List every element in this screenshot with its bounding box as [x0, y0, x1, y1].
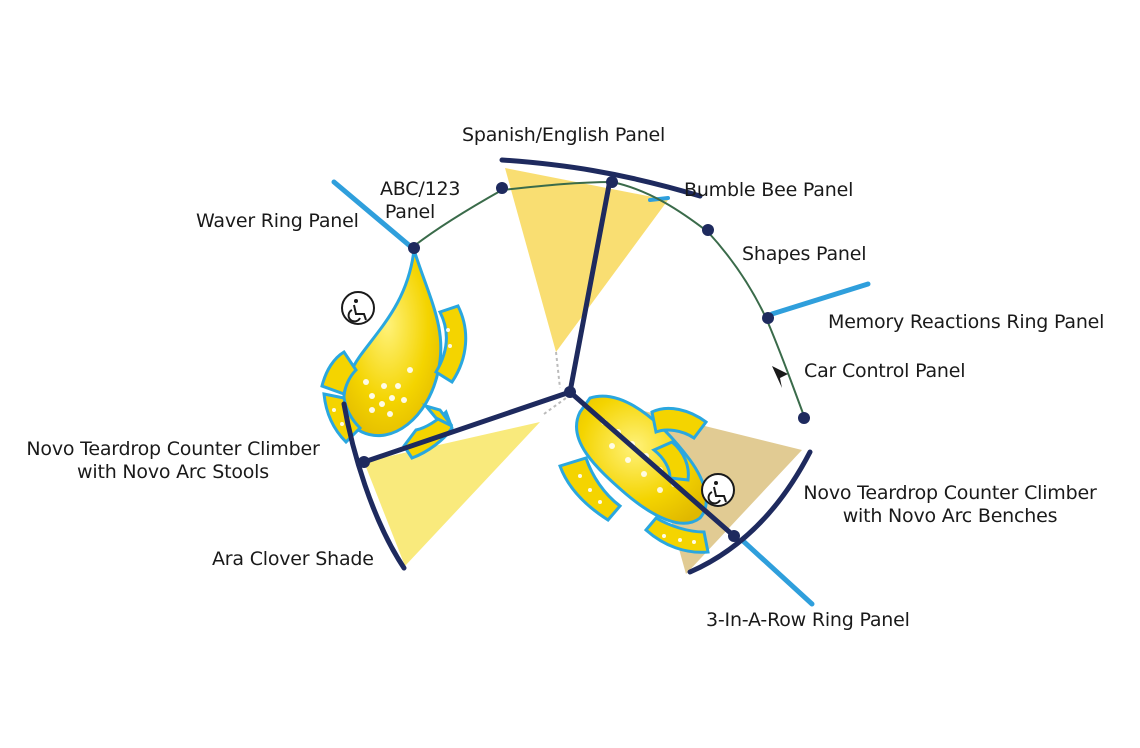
label-benches-line1: Novo Teardrop Counter Climber	[803, 482, 1097, 504]
label-3-in-a-row-ring-panel: 3-In-A-Row Ring Panel	[706, 609, 910, 631]
left-shade-sail	[364, 422, 540, 566]
label-shapes-panel: Shapes Panel	[742, 243, 867, 265]
label-waver-ring-panel: Waver Ring Panel	[196, 210, 359, 232]
left-teardrop-climber	[342, 249, 443, 438]
label-abc-line1: ABC/123	[380, 178, 461, 200]
label-car-control-panel: Car Control Panel	[804, 360, 966, 382]
label-teardrop-with-stools: Novo Teardrop Counter Climber with Novo …	[18, 438, 328, 484]
wheelchair-icon	[341, 291, 375, 325]
panels	[331, 179, 871, 607]
label-stools-line2: with Novo Arc Stools	[77, 461, 269, 483]
label-benches-line2: with Novo Arc Benches	[842, 505, 1058, 527]
label-ara-clover-shade: Ara Clover Shade	[212, 548, 374, 570]
label-spanish-english-panel: Spanish/English Panel	[462, 124, 666, 146]
label-teardrop-with-benches: Novo Teardrop Counter Climber with Novo …	[790, 482, 1110, 528]
car-control-arrow-icon	[772, 366, 788, 388]
wheelchair-icon	[701, 473, 735, 507]
joints	[358, 176, 810, 542]
label-abc-line2: Panel	[384, 201, 436, 223]
label-abc-123-panel: ABC/123 Panel	[380, 178, 461, 224]
label-bumble-bee-panel: Bumble Bee Panel	[684, 179, 854, 201]
top-shade-sail	[505, 168, 668, 352]
label-stools-line1: Novo Teardrop Counter Climber	[26, 438, 320, 460]
cables	[413, 181, 805, 417]
frame	[341, 157, 813, 575]
label-memory-reactions-ring-panel: Memory Reactions Ring Panel	[828, 311, 1105, 333]
